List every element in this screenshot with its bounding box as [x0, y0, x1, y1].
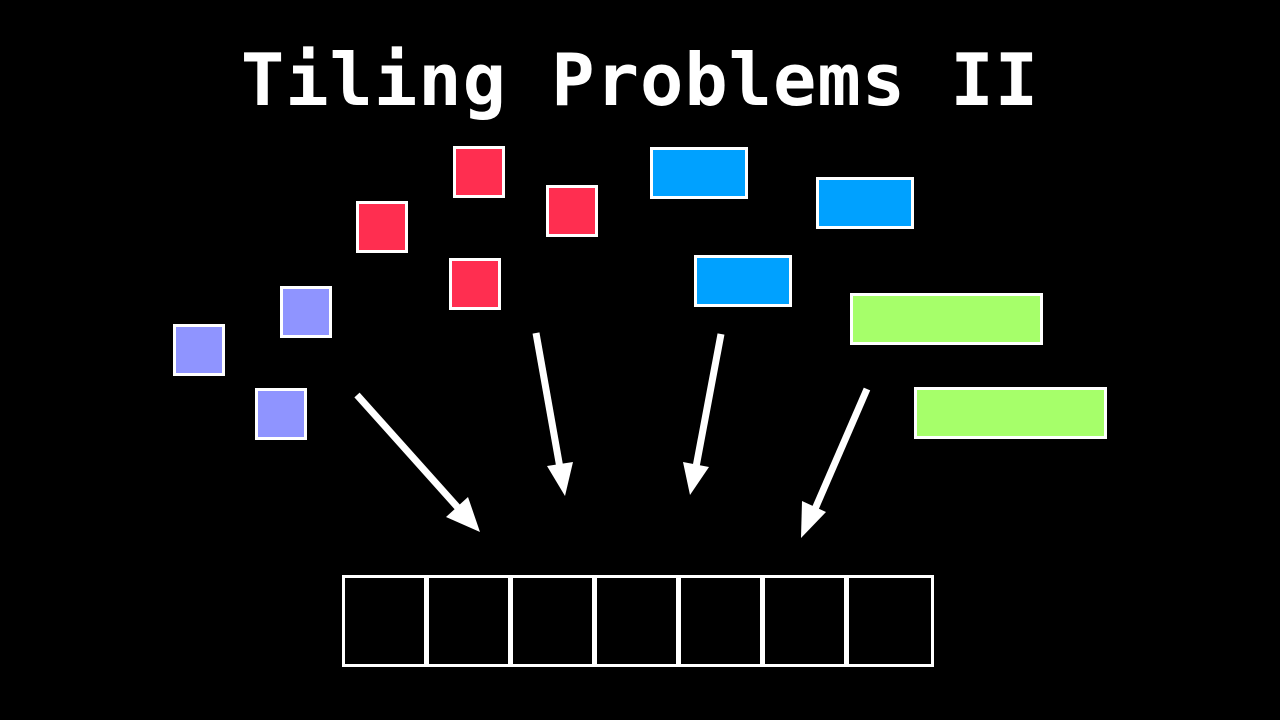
- arrow-purple-to-board: [354, 392, 480, 532]
- blue-domino-tile: [816, 177, 914, 229]
- red-square-tile: [449, 258, 501, 310]
- green-tromino-tile: [914, 387, 1107, 439]
- purple-square-tile: [173, 324, 225, 376]
- arrow-red-to-board: [532, 332, 573, 496]
- board-cell: [345, 578, 429, 664]
- tiling-board: [342, 575, 934, 667]
- purple-square-tile: [255, 388, 307, 440]
- slide-title: Tiling Problems II: [240, 38, 1040, 122]
- green-tromino-tile: [850, 293, 1043, 345]
- red-square-tile: [356, 201, 408, 253]
- board-cell: [765, 578, 849, 664]
- red-square-tile: [546, 185, 598, 237]
- arrow-blue-to-board: [683, 333, 725, 495]
- arrow-green-to-board: [801, 387, 871, 538]
- board-cell: [681, 578, 765, 664]
- board-cell: [597, 578, 681, 664]
- blue-domino-tile: [694, 255, 792, 307]
- board-cell: [429, 578, 513, 664]
- purple-square-tile: [280, 286, 332, 338]
- red-square-tile: [453, 146, 505, 198]
- blue-domino-tile: [650, 147, 748, 199]
- board-cell: [849, 578, 931, 664]
- board-cell: [513, 578, 597, 664]
